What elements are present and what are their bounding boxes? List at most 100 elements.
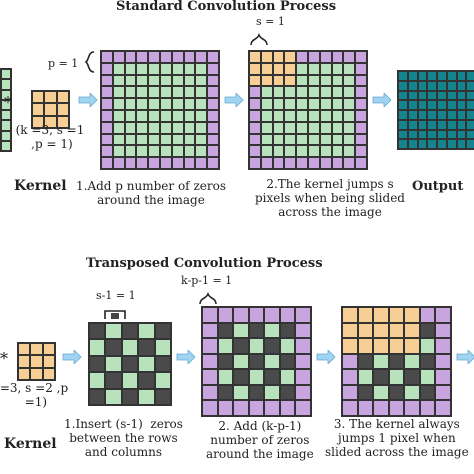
grid-cell [112, 145, 125, 158]
grid-cell [233, 400, 249, 416]
grid-cell [343, 51, 356, 63]
grid-cell [154, 339, 171, 356]
grid-cell [249, 74, 261, 87]
grid-cell [207, 121, 219, 134]
grid-cell [124, 98, 137, 110]
grid-cell [101, 51, 113, 63]
grid-cell [417, 71, 428, 81]
grid-cell [171, 145, 184, 158]
grid-cell [295, 307, 311, 323]
grid-cell [42, 343, 55, 356]
grid-cell [355, 62, 367, 75]
grid-cell [42, 355, 55, 368]
grid-cell [342, 400, 358, 416]
step-1-text: 1.Insert (s-1) zeros between the rows an… [64, 417, 183, 459]
grid-cell [407, 90, 418, 101]
arrow-icon [372, 93, 392, 107]
grid-cell [248, 307, 265, 323]
grid-cell [249, 86, 261, 99]
grid-cell [398, 71, 408, 81]
grid-cell [0, 89, 1, 100]
grid-cell [136, 110, 149, 122]
grid-cell [44, 91, 57, 104]
grid-cell [407, 110, 418, 120]
grid-cell [195, 74, 208, 87]
grid-cell [202, 322, 218, 339]
standard-title: Standard Convolution Process [116, 0, 337, 14]
grid-cell [249, 110, 261, 122]
grid-cell [264, 400, 280, 416]
input-image-grid [0, 68, 12, 152]
grid-cell [373, 307, 389, 323]
grid-cell [295, 353, 311, 370]
grid-cell [296, 157, 308, 169]
grid-cell [160, 145, 172, 158]
grid-cell [437, 110, 447, 120]
grid-cell [417, 139, 428, 149]
grid-cell [18, 355, 31, 368]
arrow-icon [176, 350, 196, 364]
arrow-icon [62, 350, 82, 364]
padded-zero-inserted-grid [201, 306, 312, 417]
grid-cell [456, 90, 467, 101]
grid-cell [296, 74, 308, 87]
grid-cell [160, 74, 172, 87]
grid-cell [419, 322, 436, 339]
grid-cell [279, 353, 296, 370]
grid-cell [171, 51, 184, 63]
grid-cell [136, 157, 149, 169]
grid-cell [101, 121, 113, 134]
grid-cell [296, 98, 308, 110]
grid-cell [456, 80, 467, 91]
grid-cell [284, 74, 297, 87]
grid-cell [342, 307, 358, 323]
grid-cell [1, 89, 11, 100]
grid-cell [30, 367, 43, 380]
grid-cell [437, 90, 447, 101]
grid-cell [249, 157, 261, 169]
grid-cell [398, 139, 408, 149]
grid-cell [437, 139, 447, 149]
grid-cell [136, 145, 149, 158]
grid-cell [355, 133, 367, 146]
grid-cell [160, 121, 172, 134]
grid-cell [248, 322, 265, 339]
grid-cell [217, 322, 234, 339]
grid-cell [101, 145, 113, 158]
grid-cell [296, 145, 308, 158]
grid-cell [342, 384, 358, 401]
grid-cell [136, 98, 149, 110]
grid-cell [308, 157, 320, 169]
grid-cell [343, 62, 356, 75]
grid-cell [435, 338, 451, 354]
grid-cell [264, 322, 280, 339]
grid-cell [248, 338, 265, 354]
grid-cell [407, 80, 418, 91]
grid-cell [124, 51, 137, 63]
convolution-operator: * [0, 349, 8, 368]
grid-cell [89, 372, 106, 389]
grid-cell [272, 157, 285, 169]
grid-cell [195, 157, 208, 169]
grid-cell [148, 98, 160, 110]
grid-cell [89, 323, 106, 340]
grid-cell [202, 353, 218, 370]
grid-cell [112, 133, 125, 146]
grid-cell [112, 121, 125, 134]
grid-cell [427, 90, 437, 101]
grid-cell [466, 139, 474, 149]
output-label: Output [412, 179, 464, 194]
arrow-icon [456, 350, 474, 364]
grid-cell [437, 129, 447, 140]
grid-cell [260, 133, 273, 146]
grid-cell [264, 353, 280, 370]
grid-cell [105, 388, 122, 405]
grid-cell [233, 384, 249, 401]
grid-cell [419, 338, 436, 354]
grid-cell [264, 307, 280, 323]
grid-cell [319, 110, 332, 122]
grid-cell [404, 307, 420, 323]
grid-cell [112, 98, 125, 110]
grid-cell [44, 115, 57, 128]
grid-cell [407, 71, 418, 81]
